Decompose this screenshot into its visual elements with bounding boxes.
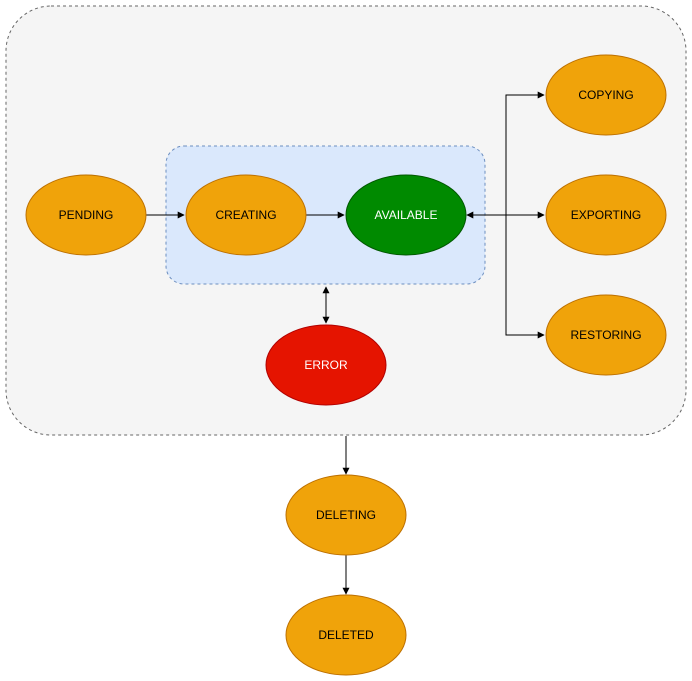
edge-available-to-restoring: [505, 215, 545, 339]
node-copying-label: COPYING: [578, 88, 633, 102]
node-exporting: EXPORTING: [545, 174, 667, 256]
node-restoring: RESTORING: [545, 294, 667, 376]
node-creating-label: CREATING: [215, 208, 276, 222]
node-deleted: DELETED: [285, 594, 407, 676]
node-deleted-label: DELETED: [318, 628, 374, 642]
node-pending-label: PENDING: [59, 208, 114, 222]
node-error: ERROR: [265, 324, 387, 406]
node-available-label: AVAILABLE: [375, 208, 438, 222]
node-error-label: ERROR: [304, 358, 348, 372]
node-creating: CREATING: [185, 174, 307, 256]
node-deleting: DELETING: [285, 474, 407, 556]
node-deleting-label: DELETING: [316, 508, 376, 522]
node-copying: COPYING: [545, 54, 667, 136]
node-available: AVAILABLE: [345, 174, 467, 256]
node-restoring-label: RESTORING: [570, 328, 641, 342]
node-pending: PENDING: [25, 174, 147, 256]
node-exporting-label: EXPORTING: [571, 208, 641, 222]
edge-available-to-copying: [505, 91, 545, 215]
